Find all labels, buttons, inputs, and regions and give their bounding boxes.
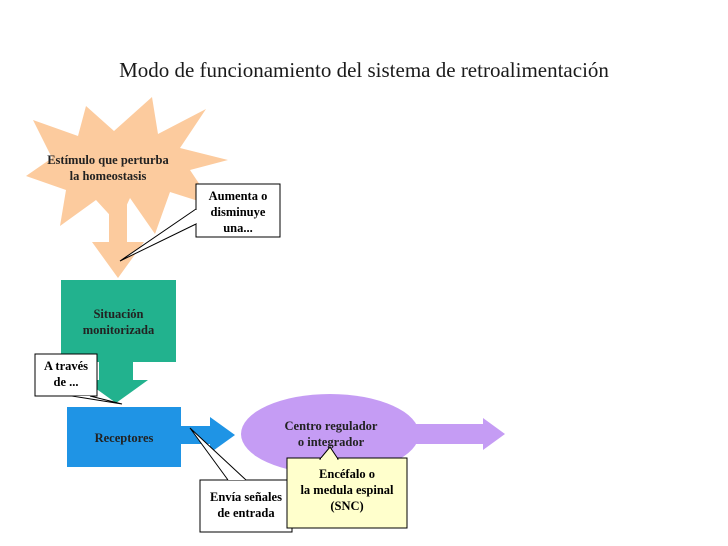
stimulus-label: Estímulo que perturba la homeostasis (47, 153, 169, 183)
callout-changes-pointer (119, 208, 197, 262)
receptors-box (67, 407, 181, 467)
arrow-receptors-to-center (181, 417, 235, 453)
callout-changes-text: Aumenta o disminuye una... (208, 189, 268, 235)
arrow-monitored-to-receptors (84, 362, 148, 403)
callout-sends-pointer (189, 427, 247, 481)
monitored-box (61, 280, 176, 362)
monitored-label: Situación monitorizada (82, 307, 155, 337)
receptors-label: Receptores (94, 431, 154, 445)
diagram-title: Modo de funcionamiento del sistema de re… (119, 58, 609, 82)
arrow-center-output (414, 418, 505, 450)
control-center-ellipse (241, 394, 419, 474)
stimulus-starburst (26, 97, 228, 234)
callout-through-box (34, 353, 98, 397)
callout-through-text: A través de ... (43, 359, 89, 389)
callout-through-pointer (71, 395, 123, 405)
callout-brain-box (286, 457, 408, 529)
arrow-stimulus-to-monitored (92, 195, 144, 278)
callout-brain-text: Encéfalo o la medula espinal (SNC) (300, 467, 394, 513)
callout-sends-box (199, 479, 293, 533)
control-center-label: Centro regulador o integrador (284, 419, 378, 449)
callout-sends-text: Envía señales de entrada (210, 490, 282, 520)
